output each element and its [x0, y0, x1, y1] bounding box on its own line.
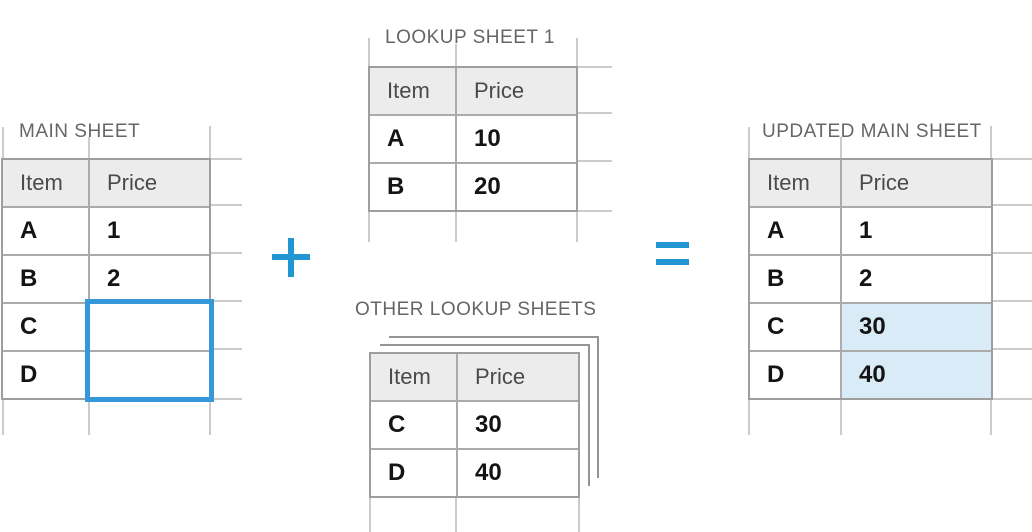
main-sheet-title: MAIN SHEET [19, 121, 141, 142]
grid-extension-line [840, 400, 842, 435]
grid-extension-line [578, 112, 612, 114]
grid-extension-line [993, 398, 1032, 400]
grid-extension-line [993, 204, 1032, 206]
grid-extension-line [993, 158, 1032, 160]
grid-extension-line [748, 400, 750, 435]
table-row: C 30 [371, 400, 578, 448]
table-row: C 30 [750, 302, 991, 350]
grid-extension-line [211, 300, 242, 302]
price-cell: 1 [840, 208, 991, 254]
grid-extension-line [993, 252, 1032, 254]
price-cell: 40 [456, 450, 578, 496]
item-cell: A [20, 217, 38, 244]
stacked-sheet-outline [380, 344, 590, 346]
header-cell-item: Item [388, 364, 431, 389]
grid-extension-line [748, 127, 750, 158]
header-cell-price: Price [840, 160, 991, 206]
grid-extension-line [88, 400, 90, 435]
price-cell: 2 [88, 256, 209, 302]
grid-extension-line [990, 126, 992, 158]
grid-extension-line [209, 400, 211, 435]
table-row: A 10 [370, 114, 576, 162]
price-cell: 20 [455, 164, 576, 210]
table-header-row: Item Price [750, 160, 991, 206]
equals-icon-bar [656, 242, 689, 248]
header-cell-item: Item [20, 170, 63, 195]
price-cell-highlighted: 30 [840, 304, 991, 350]
grid-extension-line [578, 210, 612, 212]
grid-extension-line [578, 66, 612, 68]
price-cell: 30 [456, 402, 578, 448]
other-lookup-sheets-table: Item Price C 30 D 40 [369, 352, 580, 498]
table-header-row: Item Price [370, 68, 576, 114]
grid-extension-line [2, 400, 4, 435]
header-cell-item: Item [767, 170, 810, 195]
item-cell: D [20, 361, 38, 388]
grid-extension-line [211, 204, 242, 206]
grid-extension-line [455, 212, 457, 242]
grid-extension-line [455, 498, 457, 532]
item-cell: C [20, 313, 38, 340]
price-cell-highlighted: 40 [840, 352, 991, 398]
grid-extension-line [578, 498, 580, 532]
grid-extension-line [993, 300, 1032, 302]
header-cell-price: Price [456, 354, 578, 400]
table-row: A 1 [3, 206, 209, 254]
header-cell-price: Price [455, 68, 576, 114]
lookup-sheet-1-title: LOOKUP SHEET 1 [385, 27, 555, 48]
table-row: D 40 [750, 350, 991, 398]
grid-extension-line [368, 212, 370, 242]
table-row: A 1 [750, 206, 991, 254]
table-row: D 40 [371, 448, 578, 496]
item-cell: A [767, 217, 785, 244]
grid-extension-line [2, 127, 4, 158]
grid-extension-line [211, 348, 242, 350]
grid-extension-line [455, 44, 457, 66]
table-row: B 2 [750, 254, 991, 302]
grid-extension-line [88, 137, 90, 158]
grid-extension-line [576, 212, 578, 242]
item-cell: D [767, 361, 785, 388]
stacked-sheet-outline [597, 336, 599, 478]
header-cell-item: Item [387, 78, 430, 103]
lookup-sheet-1-table: Item Price A 10 B 20 [368, 66, 578, 212]
grid-extension-line [576, 38, 578, 66]
item-cell: B [767, 265, 785, 292]
grid-extension-line [368, 38, 370, 66]
table-row: B 2 [3, 254, 209, 302]
table-header-row: Item Price [3, 160, 209, 206]
item-cell: C [767, 313, 785, 340]
other-lookup-sheets-title: OTHER LOOKUP SHEETS [355, 299, 597, 320]
table-header-row: Item Price [371, 354, 578, 400]
equals-icon-bar [656, 259, 689, 265]
table-row: B 20 [370, 162, 576, 210]
stacked-sheet-outline [389, 336, 599, 338]
grid-extension-line [209, 126, 211, 158]
grid-extension-line [990, 400, 992, 435]
grid-extension-line [369, 498, 371, 532]
item-cell: B [387, 173, 405, 200]
plus-icon-bar [272, 254, 310, 260]
price-cell: 10 [455, 116, 576, 162]
price-cell: 1 [88, 208, 209, 254]
item-cell: B [20, 265, 38, 292]
updated-main-sheet-table: Item Price A 1 B 2 C 30 D 40 [748, 158, 993, 400]
grid-extension-line [840, 137, 842, 158]
selected-range-border [85, 299, 214, 402]
grid-extension-line [211, 158, 242, 160]
header-cell-price: Price [88, 160, 209, 206]
grid-extension-line [211, 398, 242, 400]
updated-main-sheet-title: UPDATED MAIN SHEET [762, 121, 982, 142]
grid-extension-line [993, 348, 1032, 350]
grid-extension-line [211, 252, 242, 254]
item-cell: D [388, 459, 406, 486]
item-cell: C [388, 411, 406, 438]
grid-extension-line [578, 160, 612, 162]
price-cell: 2 [840, 256, 991, 302]
item-cell: A [387, 125, 405, 152]
stacked-sheet-outline [588, 344, 590, 486]
main-sheet-table: Item Price A 1 B 2 C D [1, 158, 211, 400]
